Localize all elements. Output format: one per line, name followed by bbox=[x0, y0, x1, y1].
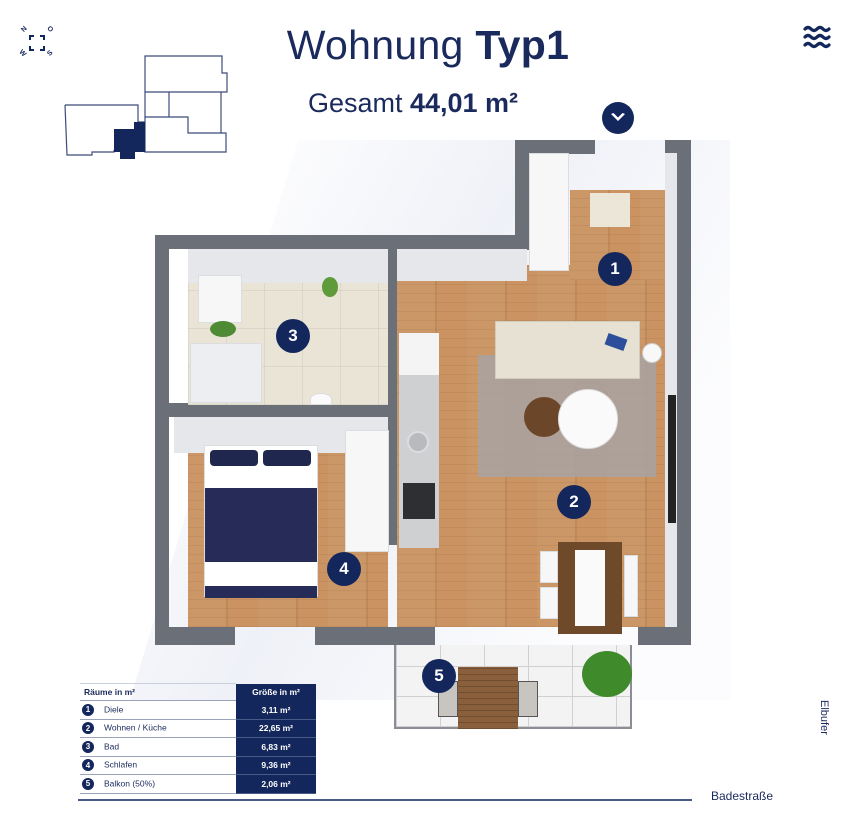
wall-bottom-left bbox=[155, 627, 235, 645]
plant-bathroom bbox=[322, 277, 338, 297]
duvet bbox=[205, 488, 317, 562]
room-badge-3[interactable]: 3 bbox=[276, 319, 310, 353]
row-badge: 4 bbox=[82, 759, 94, 772]
total-area-value: 44,01 m² bbox=[409, 88, 519, 118]
header-rooms: Räume in m² bbox=[80, 683, 236, 701]
wall-top-left bbox=[164, 235, 534, 249]
chevron-down-icon bbox=[611, 113, 625, 121]
coffee-table-wood bbox=[524, 397, 564, 437]
hall-wardrobe bbox=[529, 153, 569, 271]
wall-left bbox=[155, 235, 169, 645]
row-badge: 5 bbox=[82, 777, 94, 790]
door-mat bbox=[590, 193, 630, 227]
room-name: Schlafen bbox=[104, 759, 138, 770]
header-size: Größe in m² bbox=[236, 683, 316, 701]
dining-chair-2 bbox=[540, 587, 558, 619]
shower bbox=[190, 343, 262, 403]
room-name: Balkon (50%) bbox=[104, 778, 156, 788]
room-size: 3,11 m² bbox=[236, 700, 316, 720]
row-badge: 2 bbox=[82, 722, 94, 735]
room-size: 9,36 m² bbox=[236, 756, 316, 775]
kitchen-counter bbox=[399, 333, 439, 548]
plant-bathroom-2 bbox=[210, 321, 236, 337]
street-label-right: Elbufer bbox=[818, 700, 830, 735]
cushion-blue bbox=[604, 332, 628, 352]
bed bbox=[204, 445, 318, 598]
floor-plan: 1 2 3 4 5 bbox=[150, 135, 710, 735]
wall-center bbox=[387, 245, 397, 545]
table-row: 4 Schlafen 9,36 m² bbox=[80, 756, 316, 775]
room-size-table: Räume in m² Größe in m² 1 Diele 3,11 m² 2… bbox=[80, 683, 316, 794]
balcony-plant bbox=[582, 651, 632, 697]
sink bbox=[407, 431, 429, 453]
room-name: Wohnen / Küche bbox=[104, 722, 167, 733]
room-badge-2[interactable]: 2 bbox=[557, 485, 591, 519]
title-prefix: Wohnung bbox=[286, 22, 464, 68]
table-runner bbox=[575, 550, 605, 626]
room-size: 6,83 m² bbox=[236, 737, 316, 757]
wall-bath-bedroom bbox=[164, 403, 399, 417]
side-table bbox=[642, 343, 662, 363]
sofa bbox=[495, 321, 640, 379]
room-size: 22,65 m² bbox=[236, 719, 316, 738]
dining-table bbox=[558, 542, 622, 634]
dining-chair-1 bbox=[540, 551, 558, 583]
washing-machine bbox=[198, 275, 242, 323]
waves-menu-icon[interactable] bbox=[802, 23, 832, 53]
wall-top-mid bbox=[515, 140, 595, 154]
coffee-table-white bbox=[558, 389, 618, 449]
table-row: 3 Bad 6,83 m² bbox=[80, 737, 316, 757]
balcony-chair-right bbox=[518, 681, 538, 717]
table-row: 1 Diele 3,11 m² bbox=[80, 700, 316, 720]
table-row: 2 Wohnen / Küche 22,65 m² bbox=[80, 719, 316, 738]
living-back-wall bbox=[397, 249, 527, 281]
wall-bottom-right bbox=[638, 627, 690, 645]
room-badge-5[interactable]: 5 bbox=[422, 659, 456, 693]
row-badge: 3 bbox=[82, 740, 94, 753]
street-label-bottom: Badestraße bbox=[711, 789, 774, 803]
tv bbox=[668, 395, 676, 523]
duvet-end bbox=[205, 586, 317, 598]
table-row: 5 Balkon (50%) 2,06 m² bbox=[80, 774, 316, 794]
compass-frame-icon bbox=[29, 35, 45, 51]
compass-icon: N O W S bbox=[16, 25, 58, 62]
room-size: 2,06 m² bbox=[236, 774, 316, 794]
wall-right bbox=[677, 140, 691, 645]
room-badge-1[interactable]: 1 bbox=[598, 252, 632, 286]
room-name: Bad bbox=[104, 741, 120, 751]
wardrobe bbox=[345, 430, 389, 552]
wall-bottom-mid bbox=[315, 627, 435, 645]
dining-bench bbox=[624, 555, 638, 617]
toilet bbox=[310, 393, 332, 405]
room-badge-4[interactable]: 4 bbox=[327, 552, 361, 586]
fridge bbox=[399, 333, 439, 375]
wall-top-step bbox=[515, 140, 529, 250]
building-locator-map bbox=[64, 55, 228, 159]
page-title: Wohnung Typ1 bbox=[0, 22, 856, 69]
right-inner-wall bbox=[665, 153, 677, 627]
balcony-table bbox=[458, 667, 518, 729]
row-badge: 1 bbox=[82, 703, 94, 716]
expand-button[interactable] bbox=[602, 102, 634, 134]
title-apartment-type: Typ1 bbox=[475, 22, 570, 68]
table-header: Räume in m² Größe in m² bbox=[80, 683, 316, 701]
pillow-left bbox=[210, 450, 258, 466]
street-line bbox=[78, 799, 692, 801]
total-area-label: Gesamt bbox=[307, 88, 403, 118]
total-area: Gesamt 44,01 m² bbox=[0, 88, 826, 119]
cooktop bbox=[403, 483, 435, 519]
room-name: Diele bbox=[104, 704, 124, 714]
pillow-right bbox=[263, 450, 311, 466]
